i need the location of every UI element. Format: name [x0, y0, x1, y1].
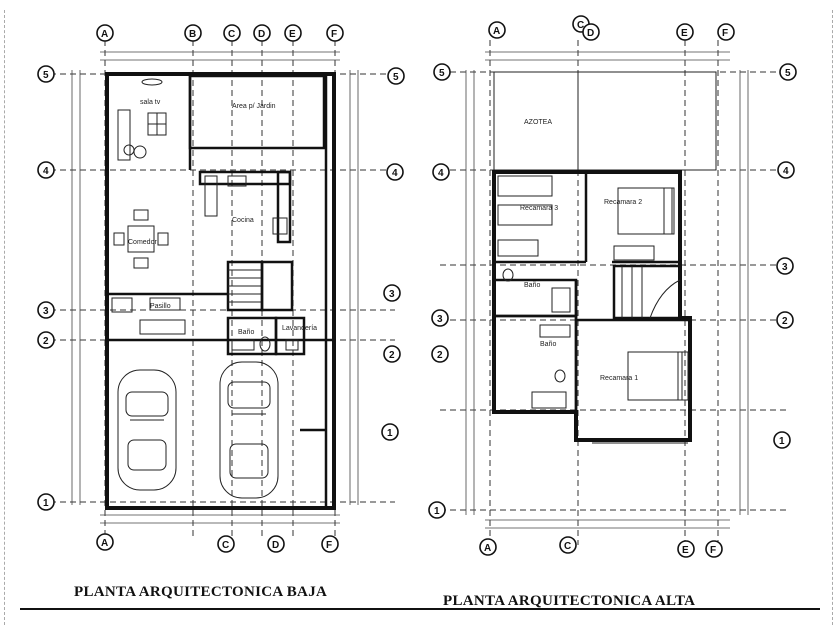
- grid-bubble-label: F: [331, 29, 337, 40]
- car-right: [219, 361, 279, 499]
- grid-bubble-label: C: [564, 541, 571, 552]
- grid-bubble-label: 1: [387, 428, 393, 439]
- label-recamara-1: Recamara 1: [600, 375, 638, 382]
- grid-bubble-label: F: [710, 545, 716, 556]
- car-left: [117, 369, 177, 491]
- grid-bubble-label: D: [258, 29, 265, 40]
- grid-bubble-label: F: [326, 540, 332, 551]
- label-pasillo: Pasillo: [150, 303, 171, 310]
- grid-bubble-label: 1: [43, 498, 49, 509]
- ground-floor-title: PLANTA ARQUITECTONICA BAJA: [74, 584, 328, 600]
- sheet-edge-right: [832, 10, 833, 625]
- grid-bubble-label: 5: [43, 70, 49, 81]
- label-cocina: Cocina: [232, 217, 254, 224]
- bed-rec2: [617, 187, 673, 235]
- grid-bubble-label: A: [101, 538, 108, 549]
- grid-bubble-label: D: [272, 540, 279, 551]
- grid-bubble-label: 3: [43, 306, 49, 317]
- ground-outer-wall: [105, 72, 336, 510]
- grid-bubble-label: 2: [389, 350, 395, 361]
- grid-bubble-label: E: [681, 28, 688, 39]
- grid-bubble-label: 4: [438, 168, 444, 179]
- grid-bubble-label: 4: [43, 166, 49, 177]
- label-recamara-3: Recamara 3: [520, 205, 558, 212]
- label-bano-alta-2: Baño: [540, 341, 556, 348]
- bed-rec3-b: [497, 204, 553, 226]
- grid-bubble-label: 2: [437, 350, 443, 361]
- bed-rec3-a: [497, 175, 553, 197]
- grid-bubble-label: 4: [783, 166, 789, 177]
- grid-bubble-label: 3: [437, 314, 443, 325]
- grid-bubble-label: E: [682, 545, 689, 556]
- grid-bubble-label: 1: [779, 436, 785, 447]
- label-azotea: AZOTEA: [524, 119, 552, 126]
- sheet-edge-left: [4, 10, 5, 625]
- grid-bubble-label: A: [493, 26, 500, 37]
- grid-bubble-label: C: [577, 20, 584, 31]
- label-lavanderia: Lavandería: [282, 325, 317, 332]
- grid-bubble-label: 3: [782, 262, 788, 273]
- patio-area: [188, 74, 326, 150]
- ground-grid-top: A B C D E F: [96, 24, 344, 42]
- grid-bubble-label: 2: [43, 336, 49, 347]
- ground-grid-lines: [50, 40, 395, 540]
- grid-bubble-label: E: [289, 29, 296, 40]
- upper-grid-left: 5 4 3 2 1: [428, 63, 451, 519]
- grid-bubble-label: D: [587, 28, 594, 39]
- label-patio: Area p/ Jardin: [232, 103, 276, 110]
- label-bano-alta-1: Baño: [524, 282, 540, 289]
- grid-bubble-label: C: [222, 540, 229, 551]
- grid-bubble-label: B: [189, 29, 196, 40]
- grid-bubble-label: C: [228, 29, 235, 40]
- kitchen-counter-top: [198, 170, 292, 186]
- sofa: [139, 319, 186, 335]
- grid-bubble-label: F: [722, 28, 728, 39]
- ground-grid-left: 5 4 3 2 1: [37, 65, 55, 511]
- living-sofa: [117, 109, 131, 161]
- grid-bubble-label: 5: [439, 68, 445, 79]
- title-underline: [20, 608, 820, 610]
- ground-grid-right: 5 4 3 2 1: [381, 67, 405, 441]
- label-sala: sala tv: [140, 99, 161, 106]
- grid-bubble-label: 1: [434, 506, 440, 517]
- ground-floor-plan: sala tv Area p/ Jardin Cocina Comedor Pa…: [37, 24, 405, 553]
- grid-bubble-label: 4: [392, 168, 398, 179]
- upper-stair: [612, 264, 682, 320]
- upper-grid-right: 5 4 3 2 1: [773, 63, 797, 449]
- label-recamara-2: Recamara 2: [604, 199, 642, 206]
- laundry: [274, 316, 306, 356]
- label-bano-baja: Baño: [238, 329, 254, 336]
- ground-grid-bottom: A C D F: [96, 533, 339, 553]
- grid-bubble-label: A: [101, 29, 108, 40]
- upper-grid-bottom: A C E F: [479, 536, 723, 558]
- dining-table: [127, 225, 155, 253]
- label-comedor: Comedor: [128, 239, 157, 246]
- upper-floor-plan: AZOTEA Recamara 3 Recamara 2 Recamara 1 …: [428, 15, 797, 558]
- kitchen-counter-side: [276, 170, 292, 244]
- grid-bubble-label: 5: [393, 72, 399, 83]
- grid-bubble-label: 5: [785, 68, 791, 79]
- grid-bubble-label: A: [484, 543, 491, 554]
- upper-bath-2: [492, 314, 578, 414]
- bed-rec1: [627, 351, 683, 401]
- upper-grid-top: A C D E F: [488, 15, 735, 41]
- upper-floor-title: PLANTA ARQUITECTONICA ALTA: [443, 593, 696, 609]
- grid-bubble-label: 2: [782, 316, 788, 327]
- grid-bubble-label: 3: [389, 289, 395, 300]
